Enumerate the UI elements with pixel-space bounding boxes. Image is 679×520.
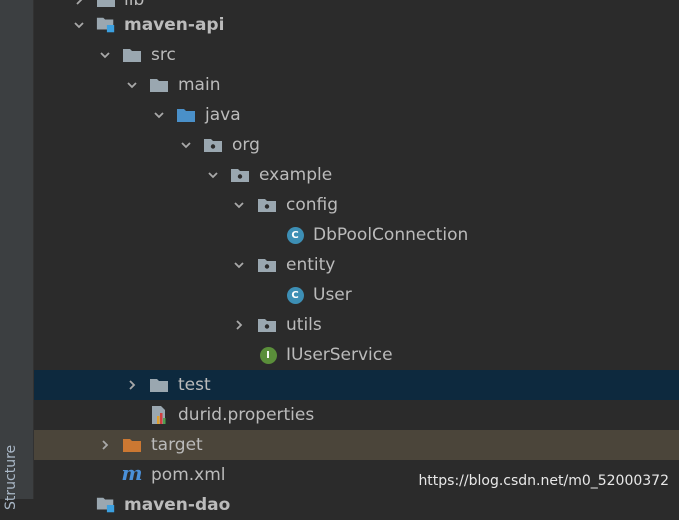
tree-item-label: utils xyxy=(286,315,322,335)
class-icon: C xyxy=(285,286,305,304)
tree-item-user[interactable]: C User xyxy=(34,280,679,310)
class-icon: C xyxy=(285,226,305,244)
tree-item-label: User xyxy=(313,285,352,305)
class-badge: C xyxy=(286,286,304,304)
tree-item-label: lib xyxy=(124,0,145,10)
chevron-right-icon[interactable] xyxy=(232,318,246,332)
interface-badge: I xyxy=(259,346,277,364)
tree-item-test[interactable]: test xyxy=(34,370,679,400)
maven-badge: m xyxy=(121,461,143,485)
package-icon xyxy=(257,256,277,274)
tree-item-src[interactable]: src xyxy=(34,40,679,70)
tree-item-durid-properties[interactable]: durid.properties xyxy=(34,400,679,430)
folder-icon xyxy=(122,46,142,64)
excluded-folder-icon xyxy=(122,436,142,454)
properties-file-icon xyxy=(149,406,169,424)
tree-item-label: DbPoolConnection xyxy=(313,225,469,245)
tree-item-maven-api[interactable]: maven-api xyxy=(34,10,679,40)
chevron-down-icon[interactable] xyxy=(152,108,166,122)
class-badge: C xyxy=(286,226,304,244)
tree-item-entity[interactable]: entity xyxy=(34,250,679,280)
tree-item-dbpoolconnection[interactable]: C DbPoolConnection xyxy=(34,220,679,250)
chevron-down-icon[interactable] xyxy=(179,138,193,152)
tree-item-utils[interactable]: utils xyxy=(34,310,679,340)
tree-item-target[interactable]: target xyxy=(34,430,679,460)
tree-item-label: test xyxy=(178,375,211,395)
tree-item-config[interactable]: config xyxy=(34,190,679,220)
tree-item-org[interactable]: org xyxy=(34,130,679,160)
project-tree: lib maven-api src main xyxy=(34,0,679,515)
tree-item-label: target xyxy=(151,435,203,455)
package-icon xyxy=(230,166,250,184)
source-folder-icon xyxy=(176,106,196,124)
folder-icon xyxy=(149,376,169,394)
module-folder-icon xyxy=(96,16,116,34)
tree-item-label: IUserService xyxy=(286,345,393,365)
tree-item-pom-xml[interactable]: m pom.xml xyxy=(34,460,679,490)
tree-item-label: maven-api xyxy=(124,15,225,35)
package-icon xyxy=(203,136,223,154)
tree-item-label: main xyxy=(178,75,221,95)
structure-tool-strip: Structure xyxy=(0,0,34,510)
tree-item-label: durid.properties xyxy=(178,405,315,425)
package-icon xyxy=(257,316,277,334)
tree-item-java[interactable]: java xyxy=(34,100,679,130)
chevron-right-icon[interactable] xyxy=(125,378,139,392)
tree-item-label: maven-dao xyxy=(124,495,231,515)
maven-icon: m xyxy=(121,461,143,485)
tree-item-iuserservice[interactable]: I IUserService xyxy=(34,340,679,370)
folder-icon xyxy=(96,0,116,9)
tree-item-lib[interactable]: lib xyxy=(34,0,679,15)
chevron-down-icon[interactable] xyxy=(206,168,220,182)
structure-tool-tab[interactable]: Structure xyxy=(3,444,19,510)
tree-item-label: pom.xml xyxy=(151,465,226,485)
tree-item-label: org xyxy=(232,135,260,155)
chevron-right-icon[interactable] xyxy=(72,0,86,7)
tree-item-label: entity xyxy=(286,255,336,275)
chevron-down-icon[interactable] xyxy=(72,18,86,32)
folder-icon xyxy=(149,76,169,94)
chevron-down-icon[interactable] xyxy=(232,258,246,272)
tree-item-label: config xyxy=(286,195,339,215)
watermark: https://blog.csdn.net/m0_52000372 xyxy=(418,473,669,489)
tree-item-main[interactable]: main xyxy=(34,70,679,100)
chevron-right-icon[interactable] xyxy=(98,438,112,452)
tree-item-label: src xyxy=(151,45,176,65)
package-icon xyxy=(257,196,277,214)
chevron-down-icon[interactable] xyxy=(125,78,139,92)
tree-item-label: example xyxy=(259,165,333,185)
chevron-down-icon[interactable] xyxy=(232,198,246,212)
chevron-down-icon[interactable] xyxy=(98,48,112,62)
tree-item-label: java xyxy=(205,105,241,125)
tree-item-example[interactable]: example xyxy=(34,160,679,190)
interface-icon: I xyxy=(258,346,278,364)
tree-item-maven-dao[interactable]: maven-dao xyxy=(34,490,679,520)
